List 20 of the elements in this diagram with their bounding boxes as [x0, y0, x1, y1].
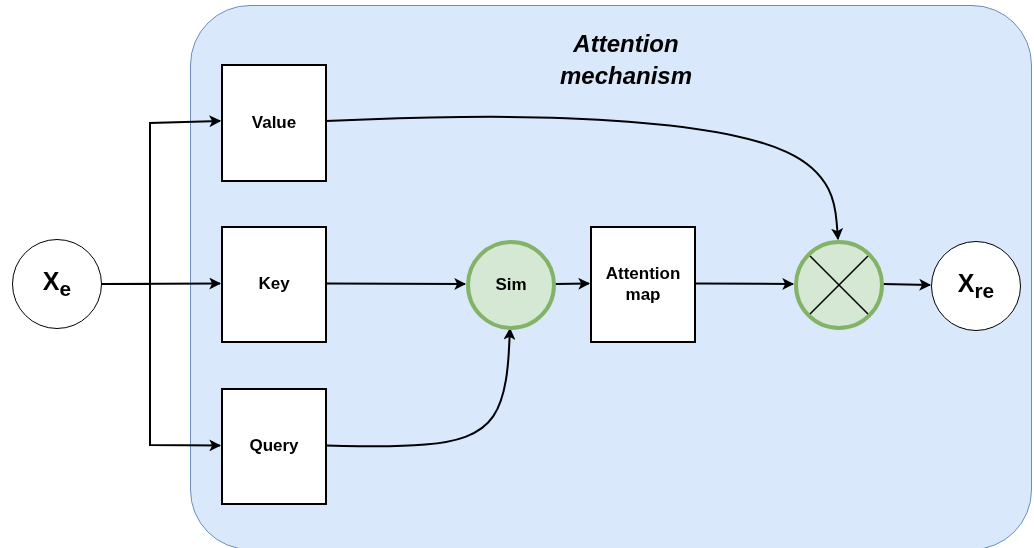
node-label: X$_{e}$ [42, 266, 72, 302]
arrow [101, 283, 222, 452]
node-label: Query [249, 436, 299, 457]
arrow [325, 277, 467, 290]
node-label: Value [251, 112, 297, 134]
process-box [590, 226, 696, 343]
arrow [554, 277, 591, 290]
process-box [221, 388, 327, 505]
container-panel [190, 5, 1032, 548]
arrow [694, 277, 795, 290]
process-box [221, 226, 327, 343]
node-label: X$_{re}$ [957, 268, 995, 304]
node-label: Sim [495, 274, 527, 296]
panel-title: Attention mechanism [558, 29, 694, 91]
node-label: Key [258, 274, 290, 295]
arrow [882, 278, 932, 291]
process-box [221, 64, 327, 182]
arrow [325, 327, 516, 448]
arrow [325, 115, 844, 241]
node-label: Attention map [604, 264, 682, 305]
